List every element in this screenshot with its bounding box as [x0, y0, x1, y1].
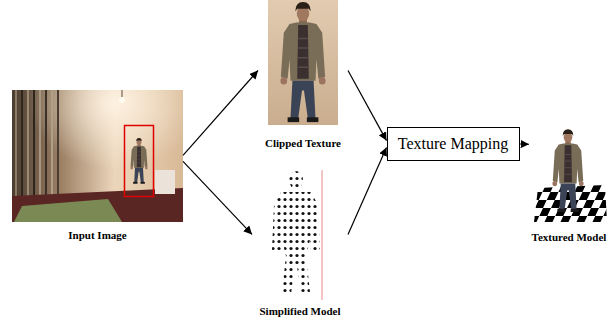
image-panel: Input Image: [12, 90, 183, 242]
image-panel: Clipped Texture: [258, 0, 348, 150]
arrow-connector: [183, 161, 252, 234]
image-caption: Simplified Model: [260, 305, 341, 318]
arrow-connector: [183, 71, 258, 156]
textured-model-render: [534, 129, 607, 222]
arrow-connector: [348, 71, 387, 141]
box-label: Texture Mapping: [398, 134, 508, 154]
dot-model: [272, 170, 322, 300]
clipped-texture-photo: [268, 0, 338, 125]
image-caption: Textured Model: [532, 231, 607, 244]
arrow-connector: [520, 143, 530, 144]
image-caption: Clipped Texture: [265, 137, 341, 150]
image-panel: Textured Model: [529, 128, 609, 244]
image-panel: Simplified Model: [252, 166, 348, 318]
process-box: Texture Mapping: [387, 127, 520, 161]
input-photo: [12, 90, 183, 222]
image-caption: Input Image: [68, 229, 126, 242]
arrow-connector: [348, 147, 387, 234]
